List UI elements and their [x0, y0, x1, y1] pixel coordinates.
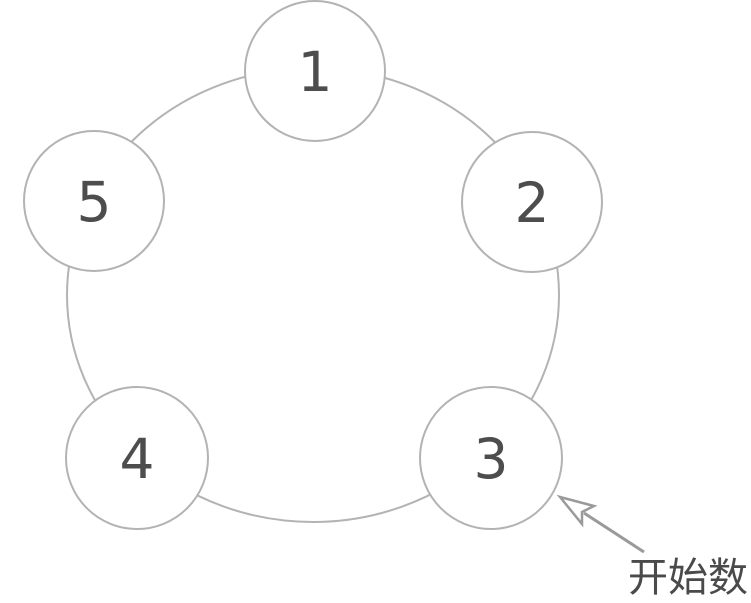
node-number-1: 1 — [298, 40, 333, 104]
node-circle-3 — [419, 386, 563, 530]
node-number-4: 4 — [120, 427, 155, 491]
annotation-label: 开始数 — [628, 555, 748, 601]
arrow-shaft — [583, 511, 645, 554]
node-circle-1 — [244, 0, 386, 142]
node-circle-4 — [65, 386, 209, 530]
arrow-head-icon — [556, 494, 598, 528]
node-circle-5 — [23, 130, 165, 272]
node-number-3: 3 — [474, 427, 509, 491]
node-number-2: 2 — [515, 171, 550, 235]
node-circle-2 — [461, 131, 603, 273]
node-number-5: 5 — [77, 170, 112, 234]
